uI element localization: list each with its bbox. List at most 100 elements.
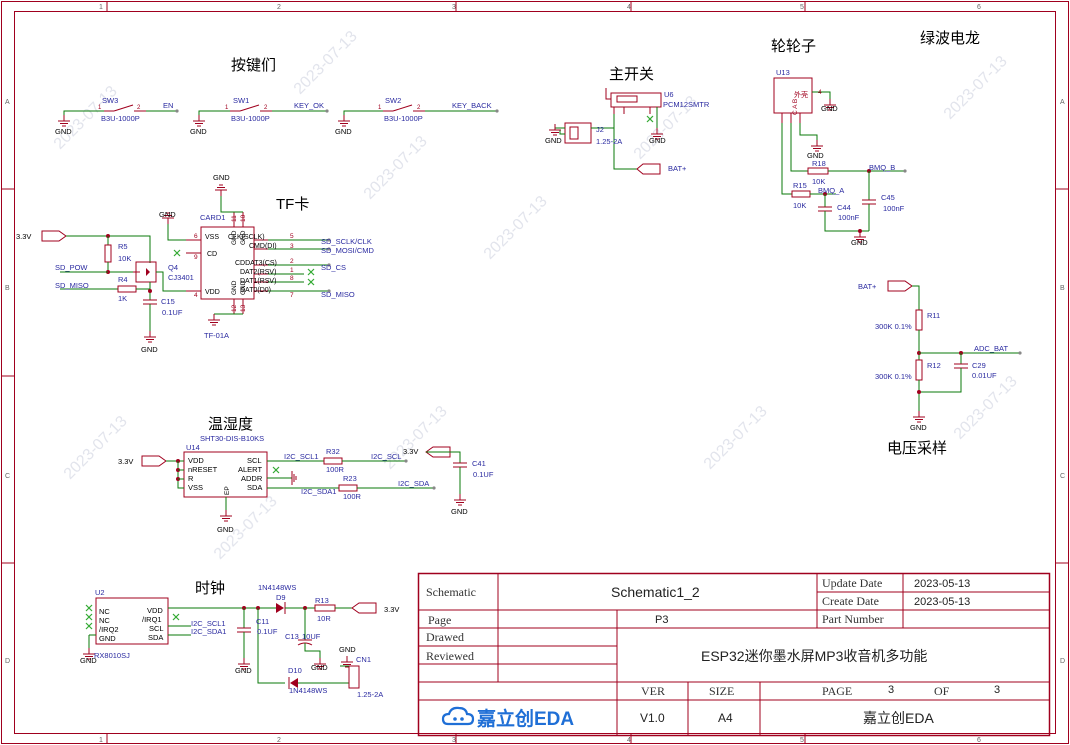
watermark: 2023-07-13	[481, 193, 551, 263]
tb-update-label: Update Date	[822, 576, 882, 590]
tb-reviewed-label: Reviewed	[426, 649, 474, 663]
sw1-ref: SW1	[233, 96, 249, 105]
net-i2c-scl1: I2C_SCL1	[284, 452, 319, 461]
c29-value: 0.01UF	[972, 371, 997, 380]
col-label-6: 6	[977, 4, 981, 11]
tb-size-value: A4	[718, 711, 733, 725]
q4-part: CJ3401	[168, 273, 194, 282]
q4-ref: Q4	[168, 263, 178, 272]
row-label-a-right: A	[1060, 99, 1065, 106]
d10-part: 1N4148WS	[289, 686, 327, 695]
watermark: 2023-07-13	[291, 28, 361, 98]
tf-pin-dat2: DAT2(RSV)	[240, 269, 276, 276]
rtc-pin-nc2: NC	[99, 616, 110, 625]
tf-pin-cs: CDDAT3(CS)	[235, 260, 277, 267]
c44-value: 100nF	[838, 213, 860, 222]
card1-ref: CARD1	[200, 213, 225, 222]
r12-value: 300K 0.1%	[875, 372, 912, 381]
rtc-pin-irq1: /IRQ1	[142, 615, 162, 624]
j2-part: 1.25-2A	[596, 137, 622, 146]
tf-pin-cd: CD	[207, 251, 217, 258]
r18-ref: R18	[812, 159, 826, 168]
tb-page-num: 3	[888, 684, 894, 696]
tf-pin-num-9: 9	[194, 254, 198, 261]
rtc-net-sda: I2C_SDA1	[191, 627, 226, 636]
sw1-pin1: 1	[225, 105, 229, 111]
tf-pin-num-7: 7	[290, 292, 294, 299]
section-title-encoder: 绿波电龙	[920, 30, 980, 47]
col-label-bottom-2: 2	[277, 737, 281, 744]
net-i2c-sda1: I2C_SDA1	[301, 487, 336, 496]
tf-pin-dat0: DAT0(D0)	[240, 287, 271, 294]
section-title-wheel: 轮轮子	[771, 38, 816, 55]
sw3-pin1: 1	[98, 105, 102, 111]
row-label-d-right: D	[1060, 658, 1065, 665]
watermark: 2023-07-13	[361, 133, 431, 203]
tb-schematic-label: Schematic	[426, 585, 476, 599]
col-label-bottom-6: 6	[977, 737, 981, 744]
tf-gnd-pin-c: GND	[231, 280, 238, 295]
r11-value: 300K 0.1%	[875, 322, 912, 331]
sw1-pin2: 2	[264, 105, 268, 111]
row-label-b-right: B	[1060, 285, 1065, 292]
sht-pin-scl: SCL	[247, 456, 262, 465]
watermark: 2023-07-13	[941, 53, 1011, 123]
c15-ref: C15	[161, 297, 175, 306]
switch-sw1	[192, 104, 329, 127]
sht-pullup-3v3: 3.3V	[403, 447, 418, 456]
u6-gnd: GND	[649, 136, 666, 145]
tf-pin-cmd: CMD(DI)	[249, 243, 277, 250]
sht-pin-addr: ADDR	[241, 474, 263, 483]
d9-part: 1N4148WS	[258, 583, 296, 592]
cloud-logo-icon	[441, 706, 475, 726]
sht-gnd: GND	[217, 525, 234, 534]
net-i2c-sda: I2C_SDA	[398, 479, 429, 488]
bat-net-label: BAT+	[668, 164, 687, 173]
section-title-voltage-sampling: 电压采样	[887, 440, 947, 457]
row-label-a: A	[5, 99, 10, 106]
u2-ref: U2	[95, 588, 105, 597]
rtc-pin-nc1: NC	[99, 607, 110, 616]
tb-schematic-value: Schematic1_2	[611, 584, 700, 600]
r11-ref: R11	[927, 311, 940, 320]
r5-value: 10K	[118, 254, 131, 263]
rtc-pin-sda: SDA	[148, 633, 163, 642]
u6-ref: U6	[664, 90, 674, 99]
tb-create-label: Create Date	[822, 594, 879, 608]
tf-pin-vdd: VDD	[205, 289, 220, 296]
u13-pin4: 4	[818, 89, 822, 96]
j2-gnd: GND	[545, 136, 562, 145]
switch-sw3	[57, 104, 179, 127]
tf-gnd-pin-d: GND	[240, 280, 247, 295]
sht-power-3v3: 3.3V	[118, 457, 133, 466]
net-sd-sclk: SD_SCLK/CLK	[321, 237, 372, 246]
rtc-pin-gnd: GND	[99, 634, 116, 643]
u13-ref: U13	[776, 68, 790, 77]
r15-ref: R15	[793, 181, 807, 190]
tf-pin-clk: CLK(SCLK)	[228, 234, 265, 241]
rtc-pin-scl: SCL	[149, 624, 164, 633]
tb-drawed-label: Drawed	[426, 630, 464, 644]
sw2-pin1: 1	[378, 105, 382, 111]
u13-gnd: GND	[821, 104, 838, 113]
sw3-net: EN	[163, 101, 173, 110]
watermark: 2023-07-13	[701, 403, 771, 473]
sw1-part: B3U-1000P	[231, 114, 270, 123]
tb-size-label: SIZE	[709, 684, 734, 698]
col-label-bottom-4: 4	[627, 737, 631, 744]
tf-card-circuit	[41, 184, 331, 343]
r18-value: 10K	[812, 177, 825, 186]
c13-value: 10UF	[302, 632, 321, 641]
u13-body-label: 外壳	[794, 90, 808, 99]
main-switch-circuit	[548, 88, 664, 175]
c15-gnd: GND	[141, 345, 158, 354]
cn1-gnd: GND	[339, 645, 356, 654]
section-title-tf-card: TF卡	[276, 196, 309, 213]
tb-page-total: 3	[994, 684, 1000, 696]
tf-power-3v3: 3.3V	[16, 232, 31, 241]
u14-part: SHT30-DIS-B10KS	[200, 434, 264, 443]
r4-value: 1K	[118, 294, 127, 303]
tb-ver-value: V1.0	[640, 711, 665, 725]
rtc-pin-irq2: /IRQ2	[99, 625, 119, 634]
